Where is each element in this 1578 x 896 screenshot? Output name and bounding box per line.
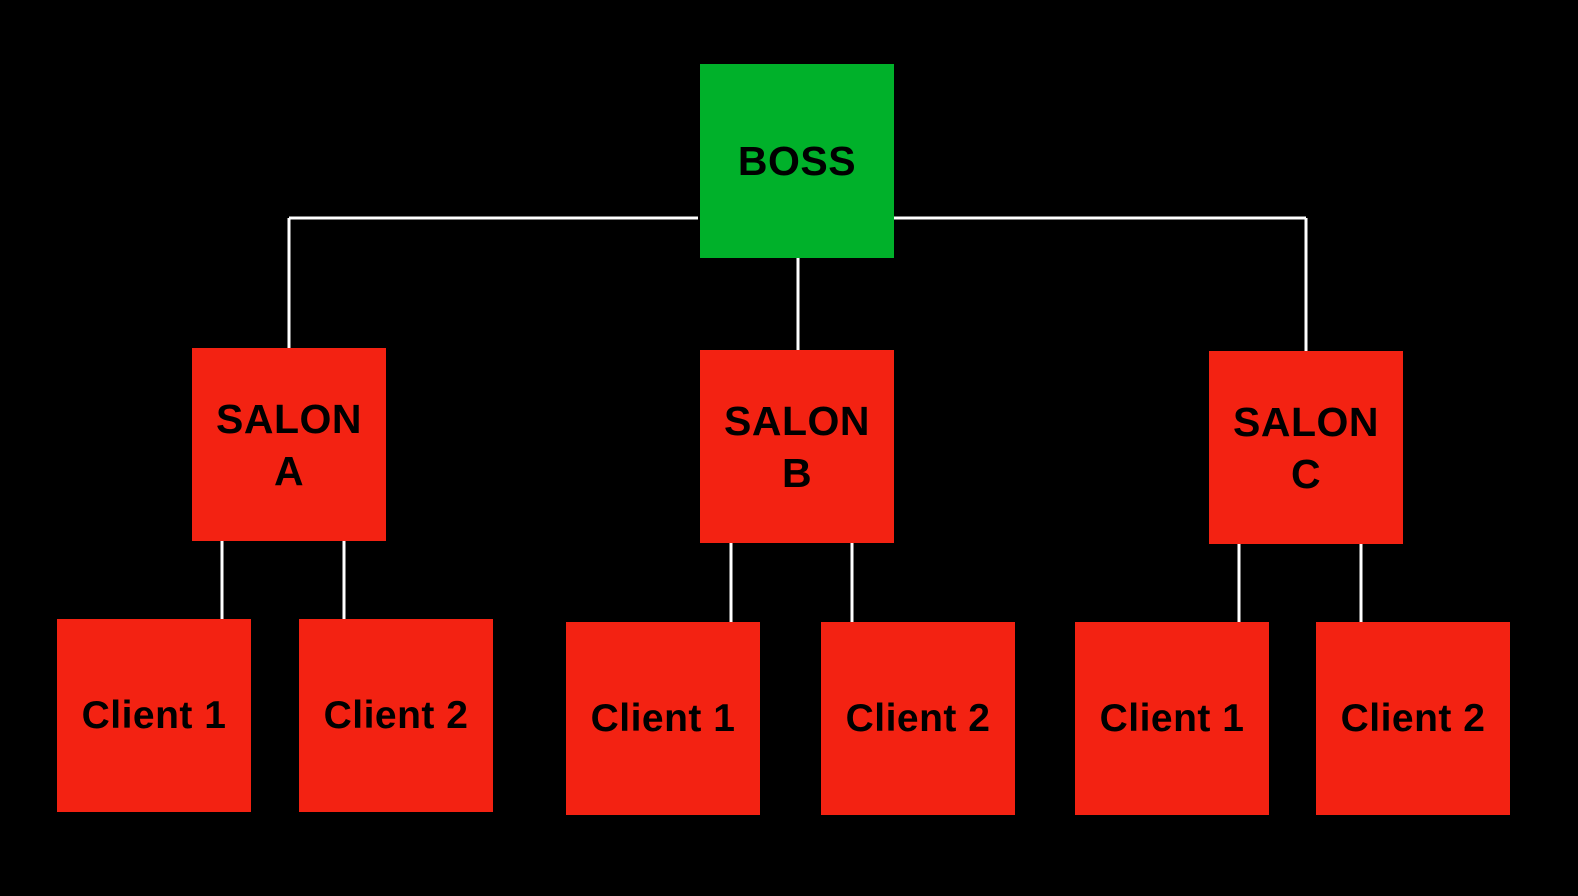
node-label-salon-c-client-2: Client 2: [1340, 696, 1486, 740]
node-label-salon-b-client-2: Client 2: [845, 696, 991, 740]
node-label-salon-c-client-1: Client 1: [1099, 696, 1245, 740]
node-salon-a-client-2: Client 2: [299, 619, 493, 812]
node-label-salon-a: SALON A: [216, 395, 362, 494]
node-salon-c-client-2: Client 2: [1316, 622, 1510, 815]
node-label-boss: BOSS: [737, 138, 857, 184]
node-salon-a: SALON A: [192, 348, 386, 541]
node-label-salon-a-client-2: Client 2: [323, 693, 469, 737]
node-label-salon-c: SALON C: [1233, 398, 1379, 497]
node-salon-a-client-1: Client 1: [57, 619, 251, 812]
node-boss: BOSS: [700, 64, 894, 258]
node-salon-c-client-1: Client 1: [1075, 622, 1269, 815]
node-label-salon-a-client-1: Client 1: [81, 693, 227, 737]
node-salon-b: SALON B: [700, 350, 894, 543]
node-salon-b-client-1: Client 1: [566, 622, 760, 815]
node-salon-b-client-2: Client 2: [821, 622, 1015, 815]
node-label-salon-b-client-1: Client 1: [590, 696, 736, 740]
node-label-salon-b: SALON B: [724, 397, 870, 496]
node-salon-c: SALON C: [1209, 351, 1403, 544]
